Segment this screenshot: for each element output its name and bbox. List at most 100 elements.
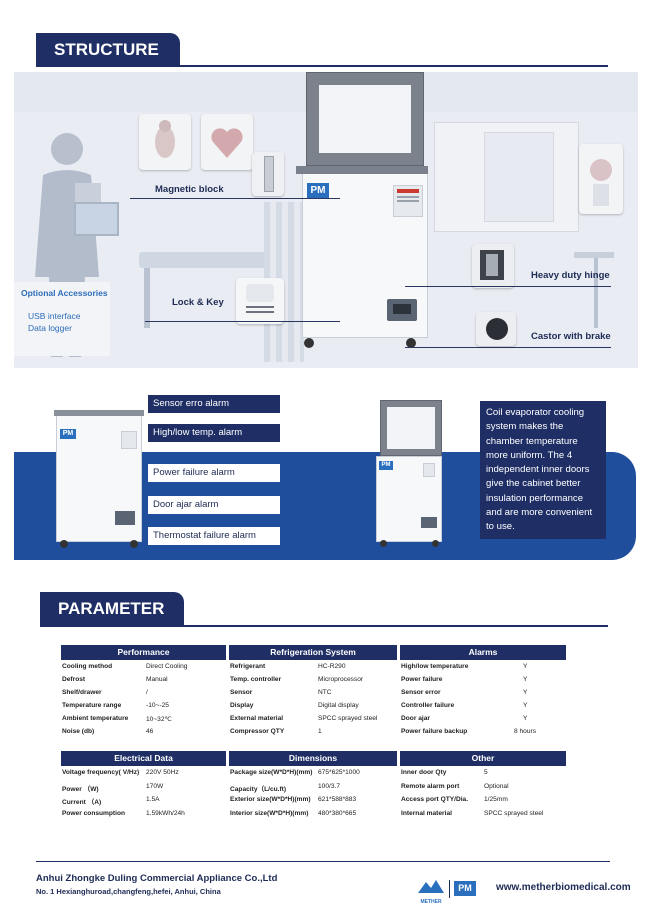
alarm-door-ajar: Door ajar alarm [148, 496, 280, 514]
digital-display [387, 299, 417, 321]
poster-anatomy [139, 114, 191, 170]
electrical-value: 170W [146, 782, 164, 790]
leader-lock-key [145, 321, 340, 322]
dimensions-label: Exterior size(W*D*H)(mm) [230, 796, 311, 803]
other-label: Remote alarm port [401, 782, 460, 790]
alarm-freezer-open: PM [376, 456, 442, 542]
mether-logo-text: METHER [420, 899, 442, 905]
header-electrical: Electrical Data [61, 751, 226, 766]
refrigeration-value: Digital display [318, 702, 359, 709]
warning-label [393, 185, 423, 217]
refrigeration-label: Temp. controller [230, 676, 282, 683]
alarm-spec-value: Y [523, 715, 528, 722]
electrical-label: Power （W) [62, 785, 99, 793]
alarm-spec-label: Sensor error [401, 689, 441, 696]
performance-value: 10~32℃ [146, 716, 172, 723]
electrical-value: 1.5A [146, 796, 160, 803]
alarm-thermostat-failure: Thermostat failure alarm [148, 527, 280, 545]
header-other: Other [400, 751, 566, 766]
other-value: 5 [484, 769, 488, 776]
parameter-heading: PARAMETER [40, 592, 184, 626]
performance-value: / [146, 689, 148, 696]
performance-value: 46 [146, 728, 154, 735]
freezer-top-edge [296, 166, 428, 174]
magnetic-block-thumb [252, 152, 284, 196]
hinge-thumb [472, 244, 514, 288]
performance-label: Shelf/drawer [62, 689, 102, 696]
dimensions-value: 675*625*1000 [318, 769, 360, 776]
lock-key-thumb [236, 278, 284, 324]
footer-address: No. 1 Hexianghuroad,changfeng,hefei, Anh… [36, 887, 221, 896]
label-usb-interface: USB interface [28, 311, 81, 321]
alarm-spec-value: Y [523, 676, 528, 683]
alarm-spec-label: Power failure [401, 676, 443, 683]
dimensions-label: Capacity（L/cu.ft) [230, 785, 287, 793]
header-alarms: Alarms [400, 645, 566, 660]
header-dimensions: Dimensions [229, 751, 397, 766]
performance-value: -10~-25 [146, 702, 169, 709]
alarm-high-low-temp: High/low temp. alarm [148, 424, 280, 442]
pm-logo: PM [454, 881, 476, 896]
main-freezer-body: PM [302, 170, 428, 338]
brand-logo-tiny: PM [379, 461, 393, 470]
alarm-spec-label: Controller failure [401, 702, 455, 709]
poster-heart [201, 114, 253, 170]
parameter-underline [40, 625, 608, 627]
optional-accessories-box [14, 282, 110, 356]
electrical-label: Power consumption [62, 809, 126, 817]
feature-description: Coil evaporator cooling system makes the… [480, 401, 606, 539]
structure-heading: STRUCTURE [36, 33, 180, 67]
refrigeration-value: NTC [318, 689, 332, 696]
label-optional-accessories: Optional Accessories [21, 288, 108, 298]
footer-company: Anhui Zhongke Duling Commercial Applianc… [36, 873, 278, 884]
dimensions-value: 621*588*883 [318, 796, 357, 803]
label-castor: Castor with brake [531, 331, 611, 342]
performance-label: Defrost [62, 676, 86, 683]
leader-castor [405, 347, 611, 348]
leader-magnetic-block [130, 198, 340, 199]
alarm-freezer-closed: PM [56, 414, 142, 542]
refrigeration-label: Sensor [230, 689, 253, 696]
other-value: SPCC sprayed steel [484, 809, 544, 817]
alarm-spec-label: Door ajar [401, 715, 430, 722]
footer-website[interactable]: www.metherbiomedical.com [496, 882, 631, 893]
alarm-spec-value: Y [523, 702, 528, 709]
wheel-left [304, 338, 314, 348]
alarm-spec-value: 8 hours [514, 728, 536, 735]
dimensions-label: Interior size(W*D*H)(mm) [230, 809, 309, 817]
structure-underline [36, 65, 608, 67]
performance-label: Temperature range [62, 702, 122, 709]
brand-logo-small: PM [60, 429, 76, 439]
alarm-spec-value: Y [523, 689, 528, 696]
other-value: 1/25mm [484, 796, 508, 803]
refrigeration-label: Refrigerant [230, 663, 266, 670]
leader-heavy-hinge [405, 286, 611, 287]
other-label: Inner door Qty [401, 769, 447, 776]
performance-label: Noise (db) [62, 728, 95, 735]
header-refrigeration: Refrigeration System [229, 645, 397, 660]
refrigeration-value: 1 [318, 728, 322, 735]
label-magnetic-block: Magnetic block [155, 184, 224, 195]
alarm-spec-label: High/low temperature [401, 663, 469, 670]
mether-logo: METHER [416, 878, 446, 905]
performance-value: Manual [146, 676, 168, 683]
other-value: Optional [484, 782, 509, 790]
electrical-value: 1.59kWh/24h [146, 809, 185, 817]
refrigeration-value: HC-R290 [318, 663, 346, 670]
electrical-label: Current （A) [62, 799, 102, 806]
refrigeration-label: Compressor QTY [230, 728, 285, 735]
other-label: Access port QTY/Dia. [401, 796, 469, 803]
electrical-label: Voltage frequency( V/Hz) [62, 769, 140, 776]
alarm-spec-label: Power failure backup [401, 728, 468, 735]
refrigeration-value: Microprocessor [318, 676, 364, 683]
alarm-sensor-error: Sensor erro alarm [148, 395, 280, 413]
performance-value: Direct Cooling [146, 663, 188, 670]
refrigeration-label: Display [230, 702, 254, 709]
other-label: Internal material [401, 809, 452, 817]
footer-divider [36, 861, 610, 862]
electrical-value: 220V 50Hz [146, 769, 179, 776]
label-lock-key: Lock & Key [172, 297, 224, 308]
label-heavy-hinge: Heavy duty hinge [531, 270, 610, 281]
freezer-lid [306, 72, 424, 166]
performance-label: Cooling method [62, 663, 113, 670]
